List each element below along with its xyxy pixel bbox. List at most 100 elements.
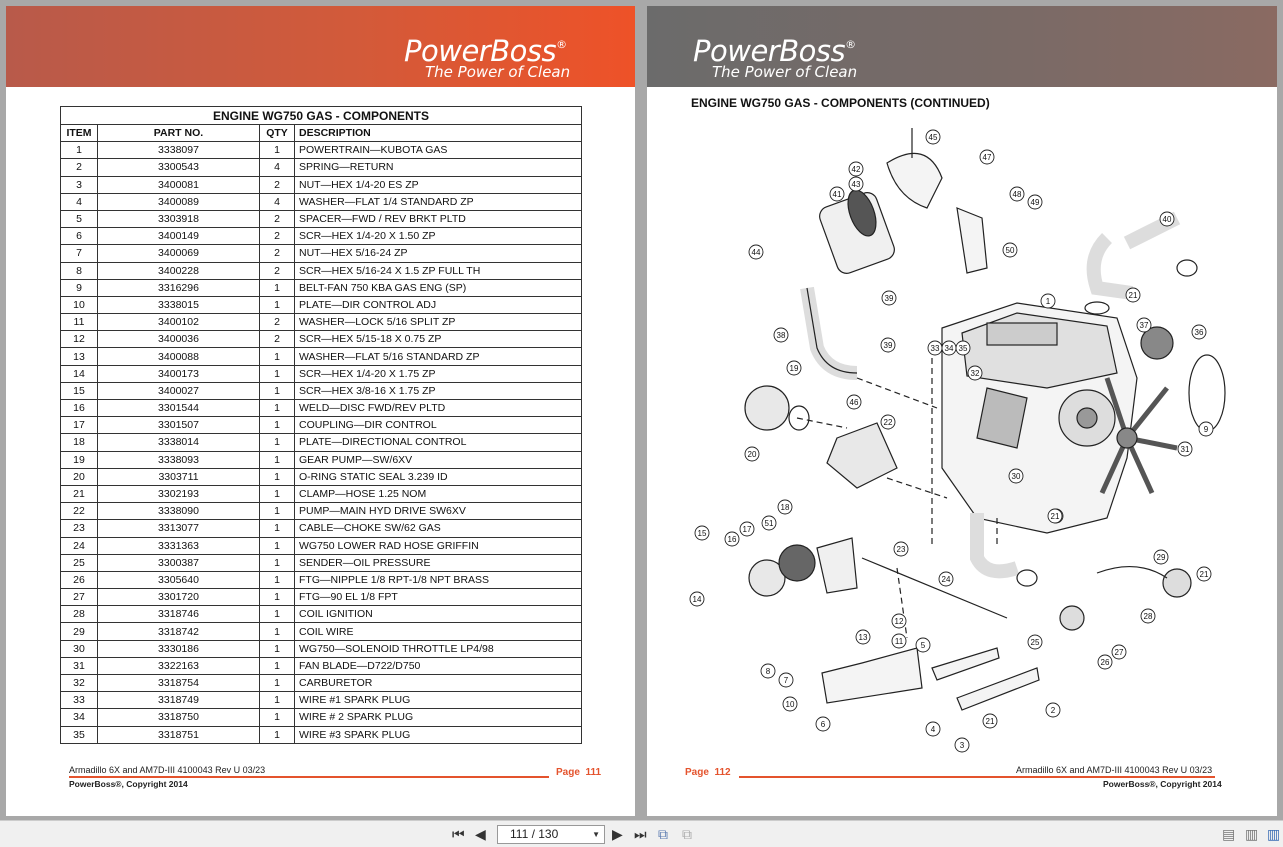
cell-part-no: 3313077	[97, 519, 260, 538]
cell-description: POWERTRAIN—KUBOTA GAS	[294, 141, 582, 160]
svg-text:47: 47	[983, 153, 992, 162]
callout-31: 31	[1177, 441, 1193, 457]
svg-text:12: 12	[895, 617, 904, 626]
svg-text:43: 43	[852, 180, 861, 189]
svg-text:23: 23	[897, 545, 906, 554]
cell-item: 8	[60, 261, 98, 280]
parts-table: ENGINE WG750 GAS - COMPONENTS ITEM PART …	[60, 106, 582, 744]
last-page-icon[interactable]: ⏭	[634, 826, 647, 842]
callout-26: 26	[1097, 654, 1113, 670]
cell-item: 35	[60, 725, 98, 744]
svg-text:26: 26	[1101, 658, 1110, 667]
single-page-icon[interactable]: ▤	[1222, 826, 1236, 842]
cell-part-no: 3400036	[97, 330, 260, 349]
cell-qty: 1	[259, 519, 295, 538]
svg-text:8: 8	[766, 667, 771, 676]
header-banner: PowerBoss® The Power of Clean	[6, 6, 635, 87]
page-select[interactable]: 111 / 130 ▼	[497, 825, 605, 844]
cell-part-no: 3400089	[97, 192, 260, 211]
cell-qty: 1	[259, 398, 295, 418]
cell-part-no: 3318751	[97, 725, 260, 744]
svg-text:32: 32	[971, 369, 980, 378]
cell-description: PUMP—MAIN HYD DRIVE SW6XV	[294, 502, 582, 521]
cell-part-no: 3322163	[97, 656, 260, 676]
cell-part-no: 3300543	[97, 158, 260, 177]
viewer-toolbar: ⏮ ◀ 111 / 130 ▼ ▶ ⏭ ⧉ ⧉ ▤ ▥ ▥	[0, 820, 1283, 847]
svg-text:19: 19	[790, 364, 799, 373]
cell-qty: 2	[259, 244, 295, 263]
cell-item: 33	[60, 691, 98, 710]
footer-rule	[69, 776, 549, 778]
cell-description: CABLE—CHOKE SW/62 GAS	[294, 519, 582, 538]
cell-part-no: 3338014	[97, 433, 260, 452]
cell-description: NUT—HEX 1/4-20 ES ZP	[294, 175, 582, 194]
cell-part-no: 3400173	[97, 364, 260, 383]
cell-qty: 1	[259, 725, 295, 744]
header-description: DESCRIPTION	[294, 123, 582, 143]
continuous-icon[interactable]: ▥	[1245, 826, 1259, 842]
callout-45: 45	[925, 129, 941, 145]
svg-text:1: 1	[1046, 297, 1051, 306]
cell-item: 30	[60, 639, 98, 658]
first-page-icon[interactable]: ⏮	[452, 826, 465, 842]
cell-description: WIRE #1 SPARK PLUG	[294, 691, 582, 710]
cell-item: 3	[60, 175, 98, 194]
svg-text:20: 20	[748, 450, 757, 459]
brand-tagline: The Power of Clean	[712, 63, 858, 81]
callout-13: 13	[855, 629, 871, 645]
svg-text:7: 7	[784, 676, 789, 685]
cell-qty: 1	[259, 450, 295, 469]
cell-description: WASHER—LOCK 5/16 SPLIT ZP	[294, 313, 582, 332]
diagram-title: ENGINE WG750 GAS - COMPONENTS (CONTINUED…	[691, 96, 990, 110]
svg-text:21: 21	[1129, 291, 1138, 300]
cell-description: PLATE—DIR CONTROL ADJ	[294, 295, 582, 315]
next-page-icon[interactable]: ▶	[612, 826, 623, 842]
two-page-icon[interactable]: ▥	[1267, 826, 1281, 842]
cell-qty: 2	[259, 209, 295, 229]
cell-part-no: 3338015	[97, 295, 260, 315]
cell-description: SCR—HEX 1/4-20 X 1.75 ZP	[294, 364, 582, 383]
go-forward-icon[interactable]: ⧉	[682, 826, 692, 842]
callout-27: 27	[1111, 644, 1127, 660]
svg-text:16: 16	[728, 535, 737, 544]
go-back-icon[interactable]: ⧉	[658, 826, 668, 842]
svg-text:17: 17	[743, 525, 752, 534]
callout-4: 4	[925, 721, 941, 737]
callout-32: 32	[967, 365, 983, 381]
cell-description: O-RING STATIC SEAL 3.239 ID	[294, 467, 582, 486]
footer-copyright: PowerBoss®, Copyright 2014	[1103, 779, 1222, 789]
cell-part-no: 3400069	[97, 244, 260, 263]
cell-part-no: 3318750	[97, 708, 260, 727]
cell-qty: 1	[259, 536, 295, 555]
cell-item: 17	[60, 416, 98, 435]
cell-qty: 1	[259, 588, 295, 607]
cell-description: SCR—HEX 5/16-24 X 1.5 ZP FULL TH	[294, 261, 582, 280]
cell-part-no: 3316296	[97, 278, 260, 297]
svg-text:21: 21	[986, 717, 995, 726]
prev-page-icon[interactable]: ◀	[475, 826, 486, 842]
page-indicator: 111 / 130	[510, 827, 559, 841]
svg-text:33: 33	[931, 344, 940, 353]
cell-part-no: 3400027	[97, 381, 260, 401]
brand-logo: PowerBoss®	[693, 34, 856, 68]
svg-text:30: 30	[1012, 472, 1021, 481]
svg-text:38: 38	[777, 331, 786, 340]
cell-part-no: 3300387	[97, 553, 260, 572]
cell-item: 14	[60, 364, 98, 383]
cell-part-no: 3301544	[97, 398, 260, 418]
cell-description: COIL IGNITION	[294, 605, 582, 624]
